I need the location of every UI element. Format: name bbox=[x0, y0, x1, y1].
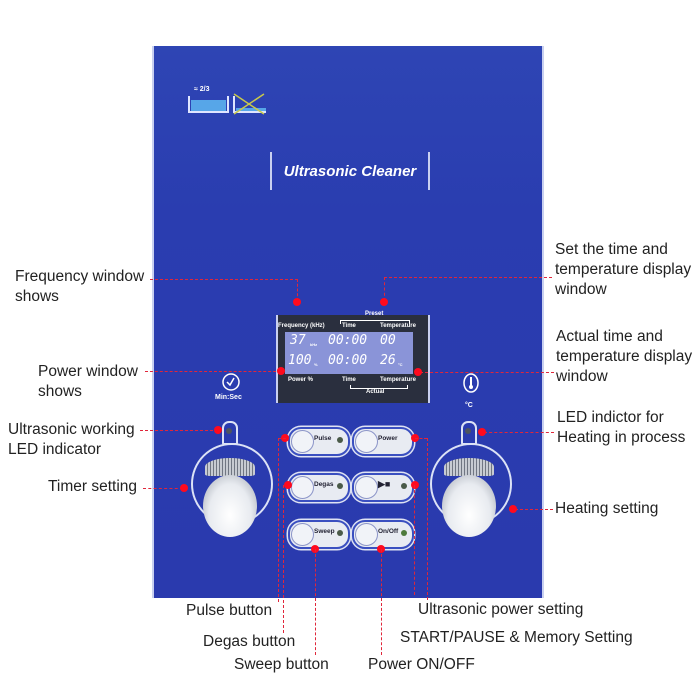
leader-line bbox=[515, 509, 553, 510]
callout-sweep-button: Sweep button bbox=[234, 656, 329, 673]
fill-level-icon bbox=[188, 93, 266, 115]
pulse-led bbox=[337, 437, 343, 443]
ultrasonic-working-led bbox=[222, 421, 238, 445]
callout-dot bbox=[411, 481, 419, 489]
leader-line bbox=[283, 485, 284, 633]
lcd-frequency-unit: kHz bbox=[310, 342, 318, 347]
lcd-temperature-unit: °C bbox=[398, 362, 403, 367]
callout-pulse-button: Pulse button bbox=[186, 602, 273, 619]
preset-bracket bbox=[340, 320, 410, 324]
lcd-label-time-actual: Time bbox=[342, 377, 356, 383]
thermometer-icon bbox=[463, 373, 479, 393]
leader-line bbox=[278, 438, 279, 602]
lcd-actual-label: Actual bbox=[366, 389, 385, 395]
lcd-actual-temperature: 26 bbox=[380, 353, 396, 368]
callout-dot bbox=[509, 505, 517, 513]
callout-heating-setting: Heating setting bbox=[555, 500, 659, 517]
leader-line bbox=[381, 549, 382, 655]
callout-frequency-window: Frequency window shows bbox=[15, 268, 145, 305]
lcd-power-value: 100 bbox=[288, 353, 312, 368]
leader-line bbox=[278, 438, 286, 439]
callout-set-time-temp: Set the time and temperature display win… bbox=[555, 241, 692, 298]
callout-dot bbox=[277, 367, 285, 375]
timer-unit-label: Min:Sec bbox=[215, 394, 242, 401]
heating-knob[interactable] bbox=[442, 475, 496, 537]
leader-line bbox=[415, 438, 427, 439]
heating-led bbox=[461, 421, 477, 445]
lcd-screen bbox=[285, 332, 413, 374]
power-setting-button[interactable]: Power bbox=[352, 427, 414, 456]
callout-ultrasonic-led: Ultrasonic working LED indicator bbox=[8, 421, 135, 458]
clock-icon bbox=[222, 373, 240, 391]
degas-button[interactable]: Degas bbox=[288, 473, 350, 502]
callout-degas-button: Degas button bbox=[203, 633, 296, 650]
callout-actual-time-temp: Actual time and temperature display wind… bbox=[556, 328, 693, 385]
leader-line bbox=[140, 430, 218, 431]
leader-line bbox=[484, 432, 554, 433]
callout-start-pause: START/PAUSE & Memory Setting bbox=[400, 629, 633, 646]
callout-dot bbox=[284, 481, 292, 489]
callout-dot bbox=[414, 368, 422, 376]
lcd-preset-time: 00:00 bbox=[328, 333, 368, 348]
callout-dot bbox=[380, 298, 388, 306]
heating-knob-grip bbox=[444, 458, 494, 476]
lcd-label-temperature-actual: Temperature bbox=[380, 377, 416, 383]
leader-line bbox=[297, 279, 298, 301]
timer-knob-grip bbox=[205, 458, 255, 476]
callout-heating-led: LED indictor for Heating in process bbox=[557, 409, 686, 446]
lcd-frequency-value: 37 bbox=[290, 333, 306, 348]
leader-line bbox=[384, 277, 552, 278]
lcd-preset-temperature: 00 bbox=[380, 333, 396, 348]
leader-line bbox=[145, 371, 281, 372]
lcd-actual-time: 00:00 bbox=[328, 353, 368, 368]
lcd-label-temperature-preset: Temperature bbox=[380, 323, 416, 329]
leader-line bbox=[414, 485, 415, 595]
callout-power-onoff: Power ON/OFF bbox=[368, 656, 475, 673]
callout-dot bbox=[214, 426, 222, 434]
device-title: Ultrasonic Cleaner bbox=[270, 152, 430, 190]
leader-line bbox=[427, 438, 428, 600]
sweep-button[interactable]: Sweep bbox=[288, 520, 350, 549]
fill-level-label: ≈ 2/3 bbox=[194, 86, 210, 93]
lcd-label-power: Power % bbox=[288, 377, 314, 383]
timer-knob[interactable] bbox=[203, 475, 257, 537]
start-pause-button[interactable]: ▶■ bbox=[352, 473, 414, 502]
leader-line bbox=[384, 277, 385, 301]
lcd-preset-label: Preset bbox=[365, 311, 384, 317]
on-off-led bbox=[401, 530, 407, 536]
sweep-led bbox=[337, 530, 343, 536]
callout-dot bbox=[180, 484, 188, 492]
callout-timer-setting: Timer setting bbox=[48, 478, 138, 495]
lcd-label-time-preset: Time bbox=[342, 323, 356, 329]
callout-power-window: Power window shows bbox=[38, 363, 138, 400]
callout-dot bbox=[478, 428, 486, 436]
callout-dot bbox=[293, 298, 301, 306]
leader-line bbox=[315, 549, 316, 655]
start-pause-led bbox=[401, 483, 407, 489]
leader-line bbox=[420, 372, 554, 373]
degas-led bbox=[337, 483, 343, 489]
callout-ultrasonic-power: Ultrasonic power setting bbox=[418, 601, 584, 618]
lcd-power-unit: % bbox=[314, 362, 318, 367]
leader-line bbox=[150, 279, 298, 280]
actual-bracket bbox=[350, 385, 408, 389]
temperature-unit-label: °C bbox=[465, 402, 473, 409]
lcd-label-frequency: Frequency (kHz) bbox=[278, 323, 325, 329]
pulse-button[interactable]: Pulse bbox=[288, 427, 350, 456]
leader-line bbox=[143, 488, 183, 489]
